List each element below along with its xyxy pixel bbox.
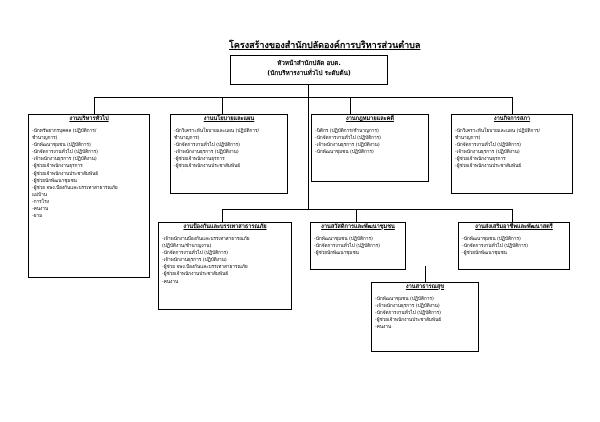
- position-item: -เจ้าพนักงานธุรการ (ปฏิบัติงาน): [455, 150, 520, 156]
- position-item: -นิติกร (ปฏิบัติการ/ชำนาญการ): [315, 129, 379, 134]
- unit-box: งานป้องกันและบรรเทาสาธารณภัย -เจ้าพนักงาน…: [158, 222, 292, 310]
- unit-title: งานนโยบายและแผน: [203, 116, 255, 122]
- unit-title: งานกิจการสภา: [493, 116, 531, 122]
- connector-line: [512, 209, 513, 222]
- unit-title: งานกฎหมายและคดี: [345, 116, 395, 122]
- position-item: -นักพัฒนาชุมชน (ปฏิบัติการ): [462, 237, 521, 242]
- unit-box: งานส่งเสริมอาชีพและพัฒนาสตรี -นักพัฒนาชุม…: [458, 222, 570, 270]
- position-item: -นักจัดการงานทั่วไป (ปฏิบัติการ): [375, 311, 441, 317]
- connector-line: [222, 97, 223, 114]
- position-list: -นิติกร (ปฏิบัติการ/ชำนาญการ) -นักจัดการง…: [312, 128, 428, 156]
- position-item: -ผู้ช่วย จพง.ป้องกันและบรรเทาสาธารณภัย: [162, 265, 248, 271]
- position-item: -การโรง: [32, 199, 50, 205]
- position-item: -นักวิเคราะห์นโยบายและแผน (ปฏิบัติการ/: [174, 129, 260, 134]
- connector-line: [94, 97, 95, 114]
- head-of-office-box: หัวหน้าสำนักปลัด อบต. (นักบริหารงานทั่วไ…: [230, 55, 388, 85]
- unit-box: งานบริหารทั่วไป -นักทรัพยากรบุคคล (ปฏิบัต…: [28, 114, 150, 278]
- unit-box: งานนโยบายและแผน -นักวิเคราะห์นโยบายและแผน…: [170, 114, 288, 194]
- position-item: -ผู้ช่วยเจ้าพนักงานประชาสัมพันธ์: [375, 318, 442, 324]
- connector-line: [94, 97, 512, 98]
- unit-title: งานบริหารทั่วไป: [69, 116, 109, 122]
- position-item: -เจ้าพนักงานธุรการ (ปฏิบัติงาน): [162, 258, 227, 264]
- position-item: -คนงาน: [162, 279, 179, 285]
- position-item: -นักจัดการงานทั่วไป (ปฏิบัติการ): [455, 143, 521, 149]
- position-item: -ผู้ช่วยเจ้าพนักงานประชาสัมพันธ์: [162, 272, 229, 278]
- unit-box: งานสวัสดิการและพัฒนาชุมชน -นักพัฒนาชุมชน …: [310, 222, 406, 270]
- position-list: -นักพัฒนาชุมชน (ปฏิบัติการ) -นักจัดการงาน…: [459, 236, 569, 257]
- connector-line: [350, 97, 351, 114]
- position-list: -นักทรัพยากรบุคคล (ปฏิบัติการ/ชำนาญการ)-…: [29, 128, 149, 220]
- position-item: -นักจัดการงานทั่วไป (ปฏิบัติการ): [174, 143, 240, 149]
- position-item: -ผู้ช่วยเจ้าพนักงานประชาสัมพันธ์: [32, 171, 99, 177]
- position-item: -เจ้าพนักงานธุรการ (ปฏิบัติงาน): [174, 150, 239, 156]
- connector-line: [308, 85, 309, 209]
- position-item: -นักจัดการงานทั่วไป (ปฏิบัติการ): [162, 251, 228, 257]
- position-list: -นักพัฒนาชุมชน (ปฏิบัติการ) -เจ้าพนักงานธ…: [372, 296, 478, 331]
- position-item: -นักพัฒนาชุมชน (ปฏิบัติการ): [315, 150, 374, 156]
- connector-line: [222, 209, 512, 210]
- position-item: -เจ้าพนักงานธุรการ (ปฏิบัติงาน): [315, 143, 380, 149]
- unit-title: งานส่งเสริมอาชีพและพัฒนาสตรี: [475, 224, 553, 230]
- unit-box: งานกฎหมายและคดี -นิติกร (ปฏิบัติการ/ชำนาญ…: [311, 114, 429, 182]
- position-item: -ผู้ช่วย จพง.ป้องกันและบรรเทาสาธารณภัย: [32, 185, 118, 191]
- position-item: -ผู้ช่วยนักพัฒนาชุมชน: [462, 251, 507, 257]
- position-item: แม่บ้าน: [32, 192, 47, 198]
- position-item: -นักจัดการงานทั่วไป (ปฏิบัติการ): [315, 136, 381, 142]
- position-list: -นักวิเคราะห์นโยบายและแผน (ปฏิบัติการ/ชำ…: [452, 128, 572, 171]
- position-item: ชำนาญการ): [32, 136, 58, 142]
- position-list: -เจ้าพนักงานป้องกันและบรรเทาสาธารณภัย (ปฏ…: [159, 236, 291, 286]
- position-item: -คนงาน: [375, 325, 392, 331]
- head-title: หัวหน้าสำนักปลัด อบต.: [277, 60, 341, 67]
- position-item: -นักจัดการงานทั่วไป (ปฏิบัติการ): [314, 244, 380, 250]
- position-item: -นักจัดการงานทั่วไป (ปฏิบัติการ): [462, 244, 528, 250]
- position-item: -นักวิเคราะห์นโยบายและแผน (ปฏิบัติการ/: [455, 129, 541, 134]
- connector-line: [512, 97, 513, 114]
- position-item: ชำนาญการ): [174, 136, 200, 142]
- chart-title: โครงสร้างของสำนักปลัดองค์การบริหารส่วนตำ…: [229, 41, 421, 51]
- head-position: (นักบริหารงานทั่วไป ระดับต้น): [267, 70, 351, 77]
- position-item: -ผู้ช่วยนักพัฒนาชุมชน: [32, 178, 77, 184]
- position-item: -ผู้ช่วยเจ้าพนักงานธุรการ: [455, 157, 506, 163]
- unit-box: งานกิจการสภา -นักวิเคราะห์นโยบายและแผน (ป…: [451, 114, 573, 194]
- position-item: -เจ้าพนักงานธุรการ (ปฏิบัติงาน): [32, 157, 97, 163]
- connector-line: [425, 266, 426, 282]
- position-item: -นักทรัพยากรบุคคล (ปฏิบัติการ/: [32, 129, 97, 134]
- position-item: -คนงาน: [32, 207, 49, 213]
- connector-line: [222, 209, 223, 222]
- position-item: -เจ้าพนักงานป้องกันและบรรเทาสาธารณภัย: [162, 237, 250, 242]
- position-list: -นักพัฒนาชุมชน (ปฏิบัติการ) -นักจัดการงาน…: [311, 236, 405, 257]
- unit-box: งานสาธารณสุข-นักพัฒนาชุมชน (ปฏิบัติการ)-…: [371, 282, 479, 352]
- unit-title: งานป้องกันและบรรเทาสาธารณภัย: [183, 224, 267, 230]
- position-item: (ปฏิบัติงาน/ชำนาญงาน): [162, 244, 212, 250]
- position-item: -ยาม: [32, 214, 43, 220]
- position-item: -นักจัดการงานทั่วไป (ปฏิบัติการ): [32, 150, 98, 156]
- unit-title: งานสาธารณสุข: [405, 284, 445, 290]
- position-item: -นักพัฒนาชุมชน (ปฏิบัติการ): [314, 237, 373, 242]
- position-item: -นักพัฒนาชุมชน (ปฏิบัติการ): [375, 297, 434, 302]
- connector-line: [356, 209, 357, 222]
- position-item: -นักพัฒนาชุมชน (ปฏิบัติการ): [32, 143, 91, 149]
- position-item: -ผู้ช่วยนักพัฒนาชุมชน: [314, 251, 359, 257]
- unit-title: งานสวัสดิการและพัฒนาชุมชน: [321, 224, 395, 230]
- position-item: ชำนาญการ): [455, 136, 481, 142]
- position-item: -ผู้ช่วยเจ้าพนักงานธุรการ: [32, 164, 83, 170]
- position-item: -ผู้ช่วยเจ้าพนักงานธุรการ: [174, 157, 225, 163]
- position-item: -ผู้ช่วยเจ้าพนักงานประชาสัมพันธ์: [455, 164, 522, 170]
- position-item: -เจ้าพนักงานธุรการ (ปฏิบัติงาน): [375, 304, 440, 310]
- position-item: -ผู้ช่วยเจ้าพนักงานประชาสัมพันธ์: [174, 164, 241, 170]
- position-list: -นักวิเคราะห์นโยบายและแผน (ปฏิบัติการ/ชำ…: [171, 128, 287, 171]
